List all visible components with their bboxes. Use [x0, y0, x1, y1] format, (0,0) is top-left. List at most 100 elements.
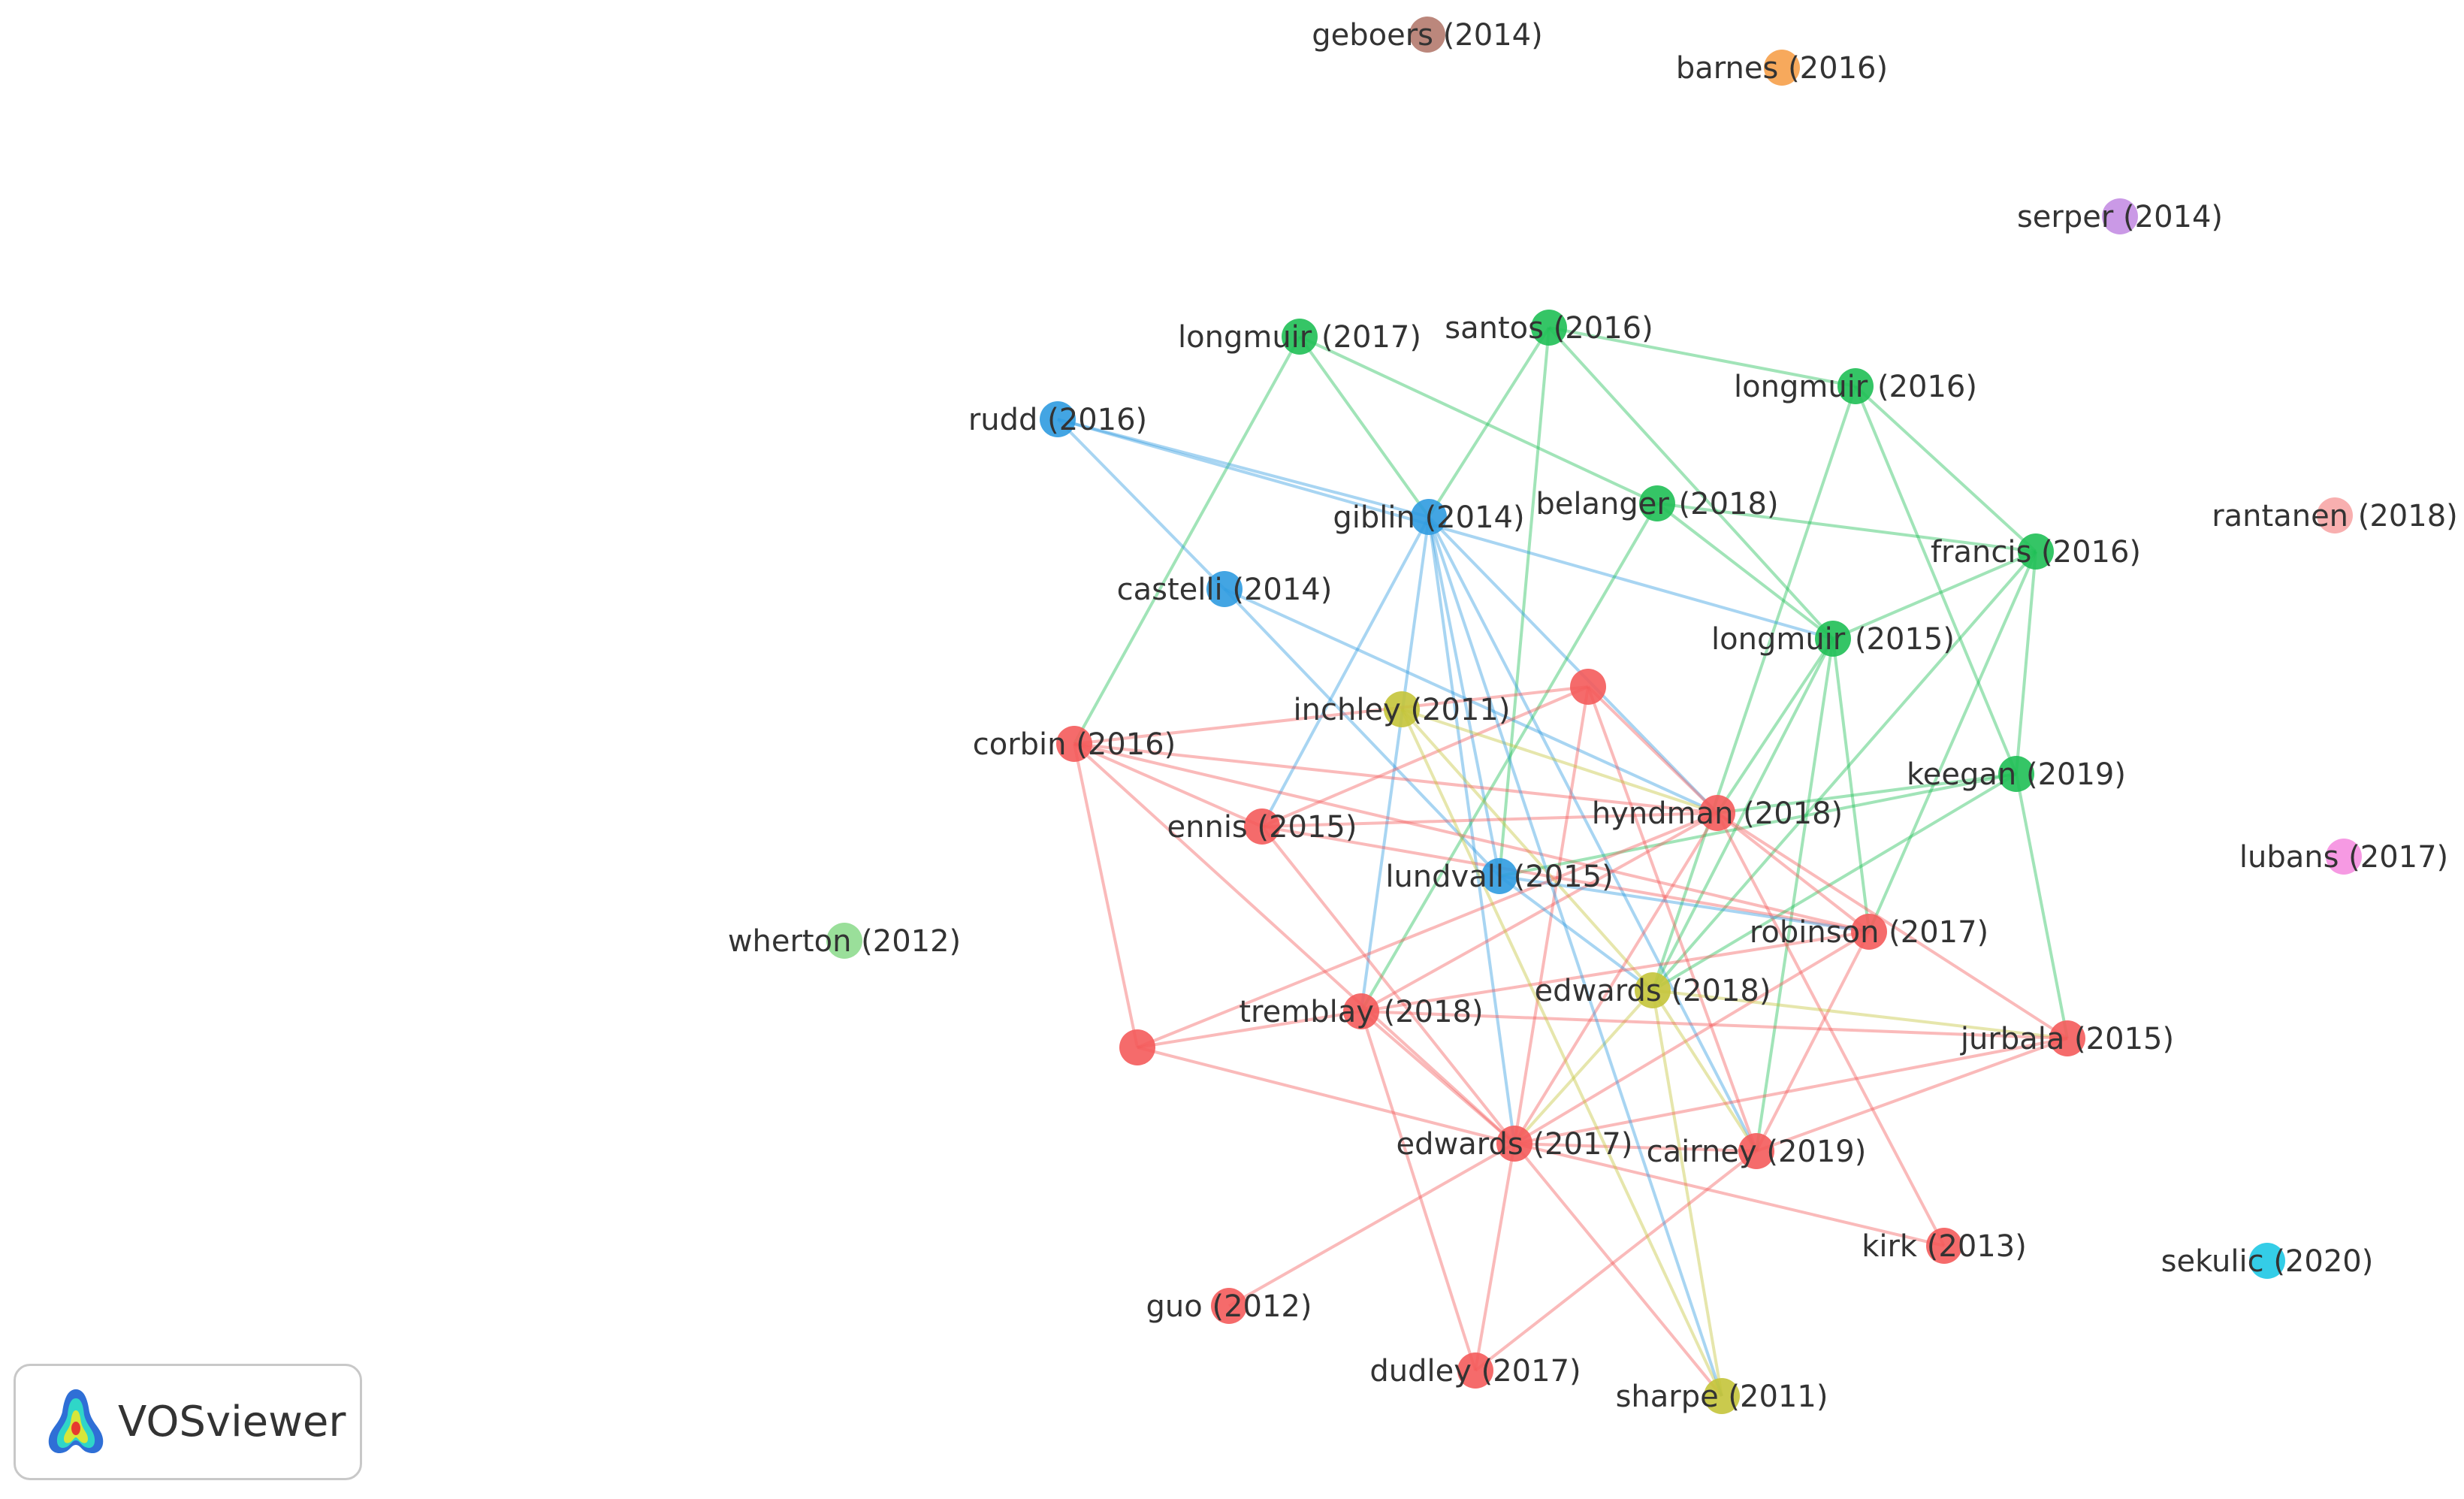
node-longmuir-2017[interactable]: longmuir (2017) — [1178, 319, 1421, 355]
node-cairney-2019[interactable]: cairney (2019) — [1647, 1133, 1867, 1169]
node-label: corbin (2016) — [973, 727, 1176, 762]
node-circle[interactable] — [2049, 1020, 2085, 1056]
node-wherton-2012[interactable]: wherton (2012) — [728, 923, 961, 959]
node-label: wherton (2012) — [728, 924, 961, 959]
node-edwards-2017[interactable]: edwards (2017) — [1397, 1126, 1633, 1162]
node-unlabeled-b[interactable] — [1119, 1029, 1155, 1065]
link-corbin-2016-unlabeled-b — [1073, 743, 1139, 1048]
link-belanger-2018-tremblay-2018 — [1360, 502, 1659, 1013]
link-hyndman-2018-tremblay-2018 — [1360, 811, 1718, 1013]
node-label: rantanen (2018) — [2212, 499, 2458, 533]
node-circle[interactable] — [1457, 1352, 1493, 1389]
node-circle[interactable] — [1704, 1378, 1740, 1414]
node-lundvall-2015[interactable]: lundvall (2015) — [1385, 858, 1614, 894]
node-circle[interactable] — [2326, 839, 2362, 875]
node-corbin-2016[interactable]: corbin (2016) — [973, 726, 1176, 762]
link-jurbala-2015-cairney-2019 — [1756, 1037, 2068, 1153]
link-belanger-2018-longmuir-2015 — [1656, 502, 1834, 640]
node-dudley-2017[interactable]: dudley (2017) — [1369, 1352, 1581, 1389]
link-hyndman-2018-jurbala-2015 — [1716, 811, 2069, 1040]
node-label: dudley (2017) — [1369, 1354, 1581, 1389]
link-giblin-2014-hyndman-2018 — [1427, 515, 1719, 814]
node-circle[interactable] — [1211, 1288, 1247, 1324]
node-ennis-2015[interactable]: ennis (2015) — [1167, 808, 1357, 845]
node-label: francis (2016) — [1931, 535, 2141, 570]
link-robinson-2017-edwards-2017 — [1513, 930, 1871, 1145]
node-circle[interactable] — [1998, 756, 2034, 792]
nodes-layer: geboers (2014) barnes (2016) serper (2014)… — [728, 17, 2458, 1414]
node-tremblay-2018[interactable]: tremblay (2018) — [1239, 993, 1484, 1029]
node-circle[interactable] — [1764, 50, 1800, 86]
node-longmuir-2016[interactable]: longmuir (2016) — [1734, 368, 1977, 404]
node-sharpe-2011[interactable]: sharpe (2011) — [1616, 1378, 1828, 1414]
node-circle[interactable] — [1496, 1126, 1532, 1162]
node-unlabeled-a[interactable] — [1570, 669, 1606, 705]
node-longmuir-2015[interactable]: longmuir (2015) — [1711, 621, 1955, 657]
node-circle[interactable] — [2317, 497, 2353, 533]
node-castelli-2014[interactable]: castelli (2014) — [1117, 571, 1333, 607]
node-circle[interactable] — [2018, 533, 2054, 570]
node-label: geboers (2014) — [1312, 18, 1542, 53]
node-circle[interactable] — [1815, 621, 1851, 657]
node-label: castelli (2014) — [1117, 573, 1333, 607]
node-circle[interactable] — [1531, 310, 1567, 346]
node-circle[interactable] — [1119, 1029, 1155, 1065]
node-inchley-2011[interactable]: inchley (2011) — [1294, 691, 1511, 727]
node-circle[interactable] — [1056, 726, 1092, 762]
node-serper-2014[interactable]: serper (2014) — [2017, 198, 2223, 234]
node-circle[interactable] — [1481, 858, 1517, 894]
node-label: cairney (2019) — [1647, 1135, 1867, 1169]
link-corbin-2016-robinson-2017 — [1073, 742, 1870, 933]
node-guo-2012[interactable]: guo (2012) — [1146, 1288, 1312, 1324]
node-jurbala-2015[interactable]: jurbala (2015) — [1960, 1020, 2174, 1056]
node-circle[interactable] — [1635, 972, 1671, 1008]
vosviewer-label: VOSviewer — [118, 1398, 346, 1446]
node-robinson-2017[interactable]: robinson (2017) — [1750, 914, 1988, 950]
link-edwards-2018-edwards-2017 — [1513, 989, 1654, 1145]
node-label: belanger (2018) — [1535, 487, 1778, 521]
link-cairney-2019-dudley-2017 — [1474, 1150, 1758, 1372]
node-circle[interactable] — [1411, 499, 1447, 535]
node-label: jurbala (2015) — [1960, 1022, 2174, 1056]
link-ennis-2015-robinson-2017 — [1261, 825, 1870, 933]
node-belanger-2018[interactable]: belanger (2018) — [1535, 485, 1779, 521]
vosviewer-badge[interactable]: VOSviewer — [14, 1364, 362, 1480]
node-circle[interactable] — [1244, 808, 1280, 845]
node-hyndman-2018[interactable]: hyndman (2018) — [1592, 795, 1843, 831]
node-circle[interactable] — [1639, 485, 1675, 521]
node-keegan-2019[interactable]: keegan (2019) — [1907, 756, 2126, 792]
node-edwards-2018[interactable]: edwards (2018) — [1535, 972, 1771, 1008]
node-kirk-2013[interactable]: kirk (2013) — [1862, 1228, 2027, 1264]
node-circle[interactable] — [2102, 198, 2138, 234]
node-circle[interactable] — [1384, 691, 1420, 727]
node-geboers-2014[interactable]: geboers (2014) — [1312, 17, 1543, 53]
link-longmuir-2015-hyndman-2018 — [1716, 637, 1834, 814]
node-rudd-2016[interactable]: rudd (2016) — [968, 401, 1147, 437]
node-giblin-2014[interactable]: giblin (2014) — [1333, 499, 1525, 535]
node-lubans-2017[interactable]: lubans (2017) — [2239, 839, 2448, 875]
node-francis-2016[interactable]: francis (2016) — [1931, 533, 2141, 570]
node-barnes-2016[interactable]: barnes (2016) — [1676, 50, 1888, 86]
node-circle[interactable] — [1206, 571, 1243, 607]
node-circle[interactable] — [1409, 17, 1445, 53]
links-layer — [1056, 326, 2069, 1398]
link-keegan-2019-edwards-2018 — [1651, 772, 2018, 992]
node-rantanen-2018[interactable]: rantanen (2018) — [2212, 497, 2458, 533]
node-circle[interactable] — [1343, 993, 1379, 1029]
node-label: lundvall (2015) — [1385, 860, 1613, 894]
node-sekulic-2020[interactable]: sekulic (2020) — [2161, 1243, 2374, 1279]
link-hyndman-2018-edwards-2017 — [1513, 811, 1719, 1145]
node-circle[interactable] — [1738, 1133, 1774, 1169]
node-santos-2016[interactable]: santos (2016) — [1445, 310, 1653, 346]
link-unlabeled-b-hyndman-2018 — [1137, 811, 1718, 1049]
node-circle[interactable] — [1282, 319, 1318, 355]
node-circle[interactable] — [826, 923, 862, 959]
link-robinson-2017-tremblay-2018 — [1360, 930, 1870, 1013]
node-circle[interactable] — [1926, 1228, 1962, 1264]
node-circle[interactable] — [2249, 1243, 2285, 1279]
node-circle[interactable] — [1851, 914, 1887, 950]
node-circle[interactable] — [1699, 795, 1735, 831]
node-circle[interactable] — [1570, 669, 1606, 705]
node-circle[interactable] — [1837, 368, 1874, 404]
node-circle[interactable] — [1040, 401, 1076, 437]
